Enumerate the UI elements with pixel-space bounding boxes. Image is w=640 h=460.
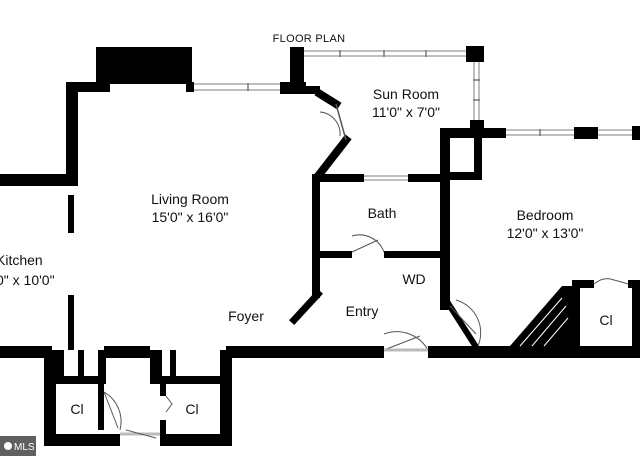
bath-name: Bath	[368, 205, 397, 221]
kitchen-dims: 0" x 10'0"	[0, 272, 55, 288]
doors	[103, 103, 629, 439]
kitchen-name: Kitchen	[0, 252, 43, 268]
left-closet-label: Cl	[70, 401, 83, 417]
right-closet-label: Cl	[185, 401, 198, 417]
wd-label: WD	[402, 271, 425, 287]
sun-room-name: Sun Room	[373, 86, 439, 102]
mls-watermark: MLS	[0, 436, 36, 456]
plan-title: FLOOR PLAN	[273, 33, 346, 45]
sun-room-dims: 11'0" x 7'0"	[372, 104, 440, 120]
foyer-label: Foyer	[228, 308, 264, 324]
stair-lines	[519, 297, 569, 347]
diagonal-walls	[289, 88, 483, 355]
bedroom-dims: 12'0" x 13'0"	[507, 225, 584, 241]
window-ticks	[247, 50, 541, 136]
mls-watermark-text: MLS	[14, 442, 35, 453]
walls	[0, 46, 640, 446]
windows	[192, 50, 632, 181]
living-room-dims: 15'0" x 16'0"	[152, 209, 229, 225]
bedroom-name: Bedroom	[517, 207, 574, 223]
bedroom-closet-label: Cl	[599, 312, 612, 328]
entry-label: Entry	[346, 303, 379, 319]
living-room-name: Living Room	[151, 191, 229, 207]
